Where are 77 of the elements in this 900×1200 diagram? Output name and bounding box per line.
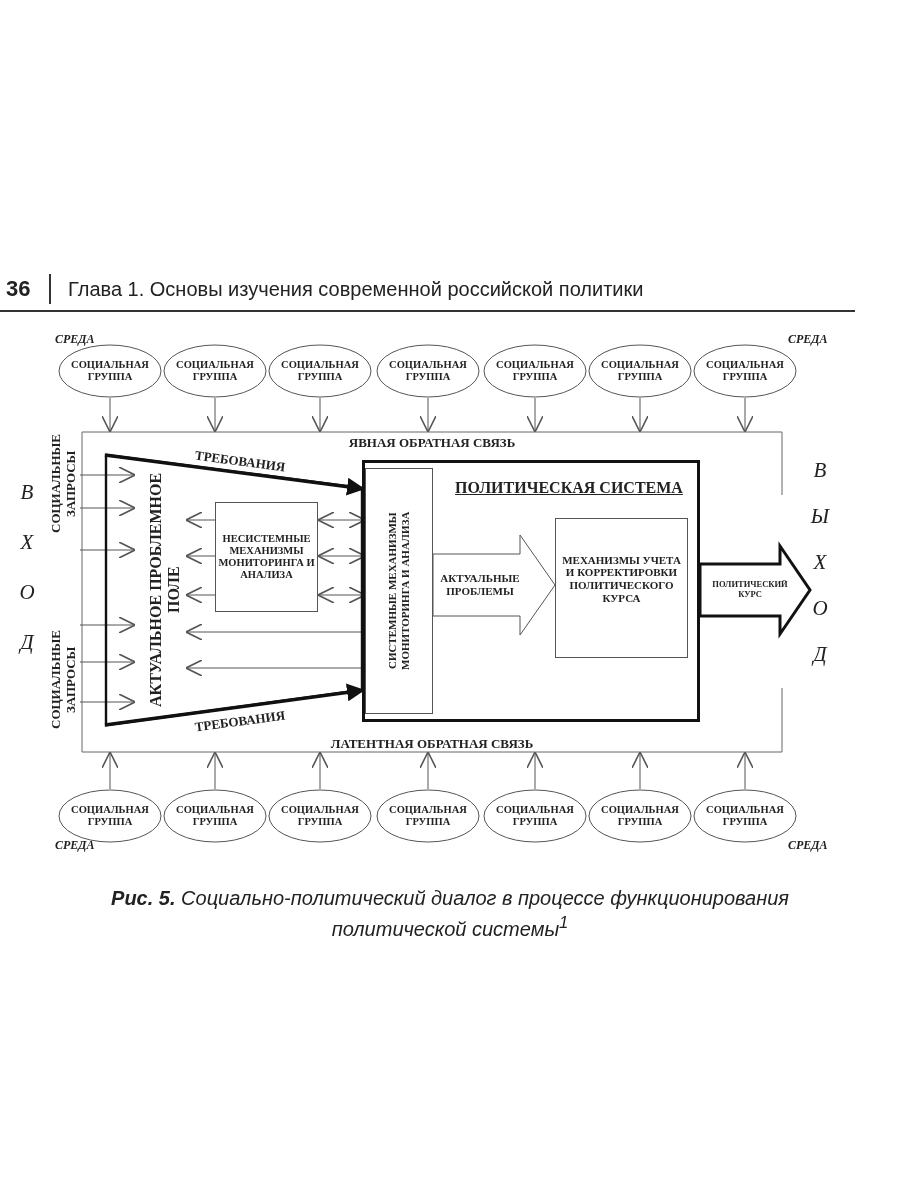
arrow <box>631 397 649 433</box>
arrow <box>419 397 437 433</box>
arrow <box>311 751 329 790</box>
arrow <box>631 751 649 790</box>
node-label: СОЦИАЛЬНАЯ ГРУППА <box>280 803 360 829</box>
frame-label: ЛАТЕНТНАЯ ОБРАТНАЯ СВЯЗЬ <box>330 737 534 752</box>
arrow <box>101 397 119 433</box>
arrow <box>526 397 544 433</box>
arrow <box>526 751 544 790</box>
group-ellipse <box>588 344 692 398</box>
node-label: СОЦИАЛЬНАЯ ГРУППА <box>705 803 785 829</box>
process-box <box>365 468 433 714</box>
group-ellipse <box>483 789 587 843</box>
node-label: СОЦИАЛЬНАЯ ГРУППА <box>70 358 150 384</box>
arrow <box>419 751 437 790</box>
group-ellipse <box>588 789 692 843</box>
system-box <box>362 460 700 722</box>
corner-label: СРЕДА <box>55 838 95 853</box>
corner-label: СРЕДА <box>788 838 828 853</box>
group-ellipse <box>693 344 797 398</box>
arrow <box>101 751 119 790</box>
node-label: СОЦИАЛЬНАЯ ГРУППА <box>600 803 680 829</box>
frame-label: ЯВНАЯ ОБРАТНАЯ СВЯЗЬ <box>348 436 516 451</box>
arrow <box>736 397 754 433</box>
arrow <box>185 586 216 604</box>
node-label: СОЦИАЛЬНАЯ ГРУППА <box>495 358 575 384</box>
arrow <box>185 547 216 565</box>
arrow <box>79 616 136 634</box>
rotated-label: СОЦИАЛЬНЫЕ ЗАПРОСЫ <box>46 430 80 538</box>
corner-label: СРЕДА <box>788 332 828 347</box>
arrow <box>79 653 136 671</box>
page-number: 36 <box>6 276 31 302</box>
arrow <box>79 541 136 559</box>
arrow <box>185 511 216 529</box>
node-label: НЕСИСТЕМНЫЕ МЕХАНИЗМЫ МОНИТОРИНГА И АНАЛИЗА <box>217 532 316 582</box>
box-title: ПОЛИТИЧЕСКАЯ СИСТЕМА <box>455 478 683 498</box>
arrow <box>79 499 136 517</box>
group-ellipse <box>376 789 480 843</box>
arrow <box>736 751 754 790</box>
edge-label: АКТУАЛЬНЫЕ ПРОБЛЕМЫ <box>440 572 520 598</box>
group-ellipse <box>376 344 480 398</box>
node-label: СОЦИАЛЬНАЯ ГРУППА <box>175 803 255 829</box>
node-label: СОЦИАЛЬНАЯ ГРУППА <box>705 358 785 384</box>
edge-label: ПОЛИТИЧЕСКИЙ КУРС <box>711 580 789 600</box>
group-ellipse <box>483 344 587 398</box>
corner-label: СРЕДА <box>55 332 95 347</box>
node-label: АКТУАЛЬНОЕ ПРОБЛЕМНОЕ ПОЛЕ <box>146 471 183 710</box>
group-ellipse <box>58 344 162 398</box>
node-label: МЕХАНИЗМЫ УЧЕТА И КОРРЕКТИРОВКИ ПОЛИТИЧЕСКОГО КУРСА <box>561 553 682 605</box>
block-arrow <box>432 534 556 636</box>
group-ellipse <box>163 344 267 398</box>
node-label: СОЦИАЛЬНАЯ ГРУППА <box>388 358 468 384</box>
vertical-word: ВЫХОД <box>809 458 830 688</box>
group-ellipse <box>693 789 797 843</box>
group-ellipse <box>58 789 162 843</box>
arrow <box>311 397 329 433</box>
rotated-label: СОЦИАЛЬНЫЕ ЗАПРОСЫ <box>46 622 80 738</box>
arrow <box>79 466 136 484</box>
arrow <box>206 751 224 790</box>
arrow <box>79 693 136 711</box>
group-ellipse <box>268 344 372 398</box>
node-label: СОЦИАЛЬНАЯ ГРУППА <box>280 358 360 384</box>
group-ellipse <box>163 789 267 843</box>
node-label: СОЦИАЛЬНАЯ ГРУППА <box>388 803 468 829</box>
group-ellipse <box>268 789 372 843</box>
node-label: СОЦИАЛЬНАЯ ГРУППА <box>70 803 150 829</box>
node-label: СОЦИАЛЬНАЯ ГРУППА <box>495 803 575 829</box>
node-label: СИСТЕМНЫЕ МЕХАНИЗМЫ МОНИТОРИНГА И АНАЛИЗА <box>386 510 412 673</box>
running-head: Глава 1. Основы изучения современной российской политики <box>68 278 644 301</box>
arrow <box>206 397 224 433</box>
figure-caption: Рис. 5. Социально-политический диалог в процессе функционирования политической системы$^{1}$ <box>110 886 790 942</box>
node-label: СОЦИАЛЬНАЯ ГРУППА <box>175 358 255 384</box>
vertical-word: ВХОД <box>16 480 37 680</box>
node-label: СОЦИАЛЬНАЯ ГРУППА <box>600 358 680 384</box>
process-box <box>215 502 318 612</box>
block-arrow <box>698 541 812 639</box>
process-box <box>555 518 688 658</box>
